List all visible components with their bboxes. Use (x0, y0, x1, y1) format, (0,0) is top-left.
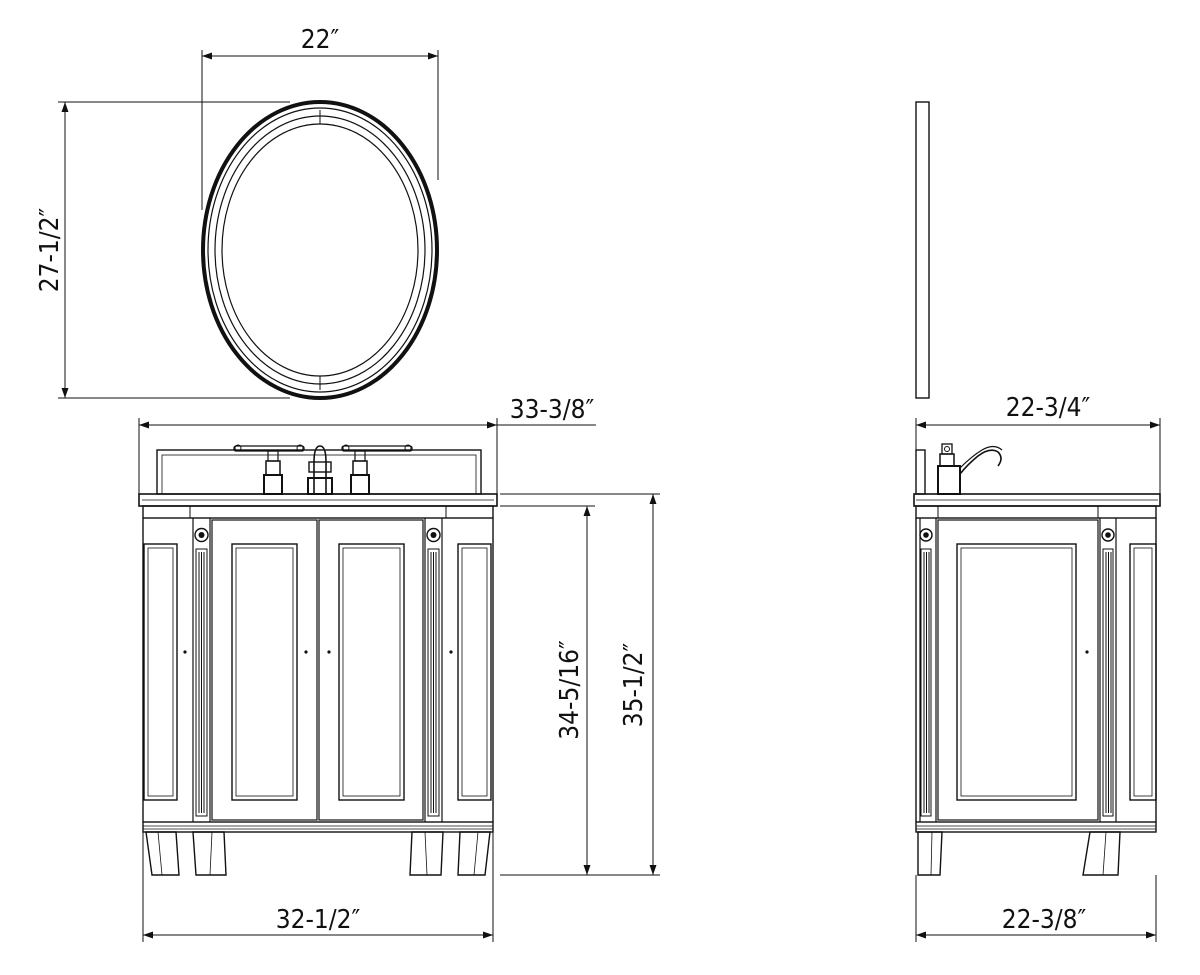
side-top-depth-label: 22-3/4″ (1006, 393, 1091, 423)
front-legs (145, 831, 491, 876)
side-base-depth-dimension: 22-3/8″ (915, 875, 1157, 942)
vanity-height-dimension: 34-5/16″ (500, 505, 595, 875)
vanity-front-view (138, 444, 498, 876)
mirror-width-label: 22″ (301, 25, 340, 55)
mirror-height-label: 27-1/2″ (35, 207, 65, 292)
side-base-depth-label: 22-3/8″ (1002, 905, 1087, 935)
side-door (937, 519, 1099, 821)
vanity-total-height-dimension: 35-1/2″ (500, 493, 660, 876)
vanity-base-width-dimension: 32-1/2″ (142, 832, 494, 942)
mirror-side-view (915, 101, 930, 399)
vanity-total-height-label: 35-1/2″ (619, 642, 649, 727)
vanity-side-view (913, 443, 1161, 876)
mirror-height-dimension: 27-1/2″ (35, 101, 290, 399)
faucet-front (233, 444, 413, 495)
vanity-top-width-dimension: 33-3/8″ (138, 395, 596, 494)
vanity-base-width-label: 32-1/2″ (276, 905, 361, 935)
mirror-width-dimension: 22″ (201, 25, 439, 210)
side-legs (917, 831, 1121, 876)
vanity-height-label: 34-5/16″ (555, 640, 585, 740)
left-door (211, 519, 318, 821)
vanity-top-width-label: 33-3/8″ (510, 395, 595, 425)
right-door (318, 519, 424, 821)
side-top-depth-dimension: 22-3/4″ (915, 393, 1161, 494)
mirror-front-view (201, 100, 439, 400)
faucet-side (937, 443, 1003, 495)
